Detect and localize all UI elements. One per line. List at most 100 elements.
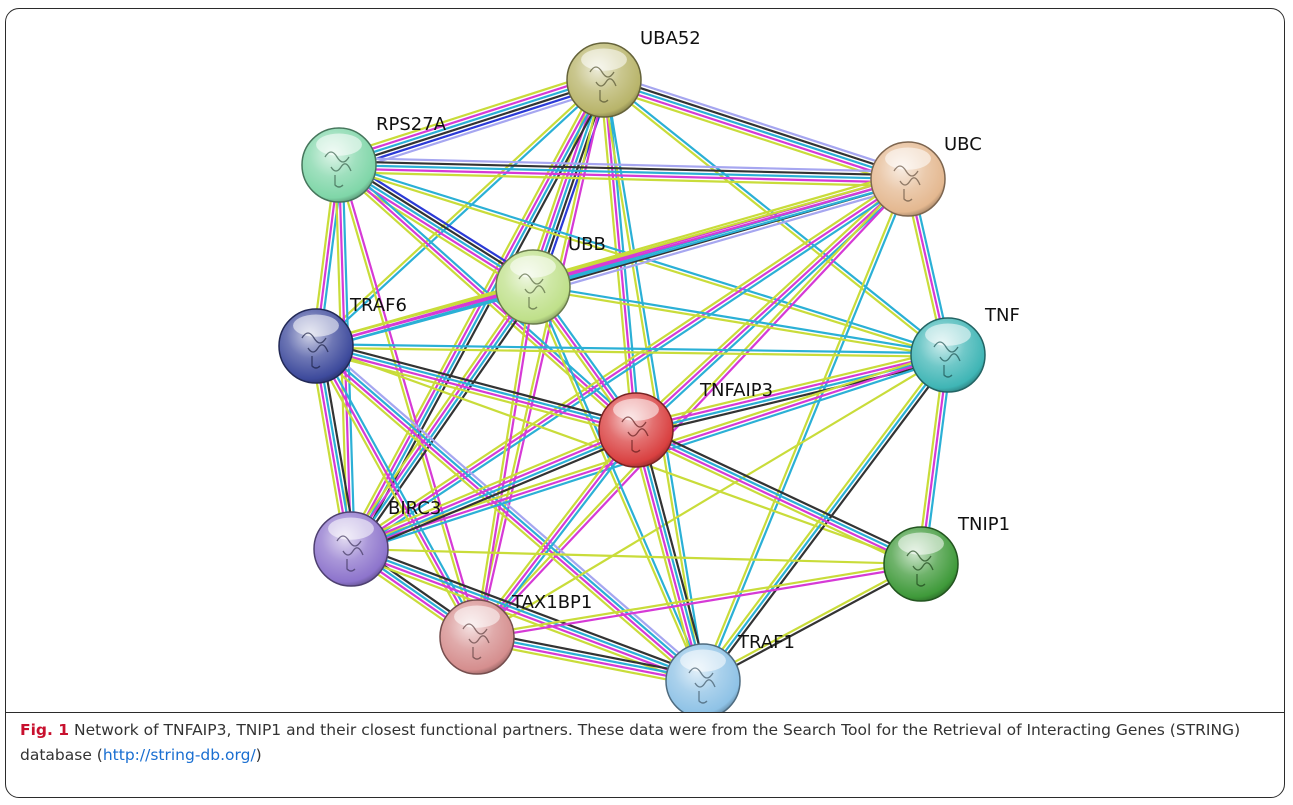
edge-uba52-rps27a-experiments bbox=[337, 73, 603, 161]
edge-uba52-ubc-databases bbox=[603, 78, 909, 181]
edge-ubb-birc3-coexpression bbox=[354, 289, 539, 553]
edge-birc3-traf1-coexpression bbox=[352, 542, 706, 677]
edge-ubc-tax1bp1-text-mining bbox=[474, 177, 908, 637]
node-label-ubb: UBB bbox=[568, 234, 606, 255]
node-highlight-traf1 bbox=[680, 649, 726, 672]
edge-ubb-tax1bp1-experiments bbox=[477, 287, 536, 638]
edge-tax1bp1-traf1-coexpression bbox=[477, 630, 705, 677]
figure-caption: Fig. 1 Network of TNFAIP3, TNIP1 and the… bbox=[20, 718, 1270, 768]
edge-uba52-birc3-databases bbox=[351, 80, 607, 551]
edge-tnfaip3-tnip1-coexpression bbox=[637, 424, 924, 561]
node-highlight-tax1bp1 bbox=[454, 605, 500, 628]
edge-ubb-birc3-databases bbox=[351, 287, 536, 551]
edge-tnfaip3-traf1-coexpression bbox=[640, 428, 710, 680]
edge-tnfaip3-traf1-databases bbox=[636, 429, 706, 681]
edge-rps27a-ubb-databases bbox=[338, 164, 534, 288]
edge-tnf-tax1bp1-text-mining bbox=[476, 354, 949, 638]
edge-layer bbox=[309, 70, 953, 688]
node-label-tnfaip3: TNFAIP3 bbox=[699, 380, 773, 401]
protein-structure-icon bbox=[518, 273, 546, 310]
node-traf6[interactable] bbox=[278, 308, 354, 384]
edge-traf6-traf1-databases bbox=[316, 343, 705, 681]
edge-tax1bp1-traf1-databases bbox=[477, 634, 704, 681]
edge-uba52-ubc-text-mining bbox=[601, 85, 907, 187]
edge-tnfaip3-birc3-text-mining bbox=[348, 424, 635, 546]
node-rps27a[interactable] bbox=[301, 127, 377, 203]
edge-rps27a-ubc-lavender bbox=[339, 156, 909, 173]
edge-uba52-rps27a-databases bbox=[338, 77, 604, 165]
node-highlight-ubc bbox=[885, 147, 931, 170]
caption-link[interactable]: http://string-db.org/ bbox=[102, 746, 256, 764]
edge-ubc-tax1bp1-experiments bbox=[477, 179, 911, 639]
node-highlight-ubb bbox=[510, 255, 556, 278]
edge-ubc-ubb-text-mining bbox=[530, 171, 907, 282]
protein-structure-icon bbox=[301, 332, 329, 369]
node-highlight-tnip1 bbox=[898, 532, 944, 555]
edge-birc3-tnip1-text-mining bbox=[350, 547, 922, 566]
node-tnf[interactable] bbox=[910, 317, 986, 393]
edge-rps27a-ubc-experiments bbox=[338, 167, 908, 184]
edge-uba52-traf6-databases bbox=[316, 80, 606, 349]
node-tnip1[interactable] bbox=[883, 526, 959, 602]
edge-uba52-traf1-text-mining bbox=[601, 80, 703, 682]
node-highlight-birc3 bbox=[328, 517, 374, 540]
edge-tnfaip3-birc3-coexpression bbox=[352, 433, 639, 555]
edge-tnfaip3-birc3-experiments bbox=[349, 427, 636, 549]
edge-birc3-traf1-databases bbox=[351, 546, 705, 681]
protein-structure-icon bbox=[336, 535, 364, 572]
node-ubc[interactable] bbox=[870, 141, 946, 217]
caption-text: Network of TNFAIP3, TNIP1 and their clos… bbox=[20, 721, 1241, 764]
protein-structure-icon bbox=[324, 151, 352, 188]
edge-uba52-tnf-text-mining bbox=[602, 80, 948, 358]
edge-uba52-rps27a-text-mining bbox=[335, 70, 602, 158]
node-label-tax1bp1: TAX1BP1 bbox=[511, 592, 592, 613]
edge-birc3-traf1-experiments bbox=[349, 549, 703, 684]
node-tnfaip3[interactable] bbox=[598, 392, 674, 468]
edge-traf6-traf1-text-mining bbox=[311, 349, 701, 686]
node-layer bbox=[278, 42, 986, 712]
node-birc3[interactable] bbox=[313, 511, 389, 587]
edge-tnip1-traf1-coexpression bbox=[703, 564, 923, 684]
edge-tnfaip3-traf1-experiments bbox=[633, 430, 703, 682]
edge-rps27a-tax1bp1-experiments bbox=[339, 164, 480, 637]
edge-traf6-tnfaip3-experiments bbox=[315, 346, 636, 433]
node-label-tnf: TNF bbox=[984, 305, 1020, 326]
node-highlight-tnf bbox=[925, 323, 971, 346]
node-highlight-traf6 bbox=[293, 314, 339, 337]
protein-structure-icon bbox=[893, 165, 921, 202]
edge-rps27a-ubc-coexpression bbox=[339, 160, 909, 177]
edge-tnfaip3-tnip1-experiments bbox=[634, 430, 921, 567]
node-highlight-uba52 bbox=[581, 48, 627, 71]
edge-uba52-ubc-coexpression bbox=[604, 75, 910, 177]
edge-ubc-traf1-databases bbox=[703, 179, 911, 683]
node-traf1[interactable] bbox=[665, 643, 741, 712]
edge-traf6-tnf-text-mining bbox=[315, 346, 948, 358]
node-ubb[interactable] bbox=[495, 249, 571, 325]
edge-ubb-birc3-text-mining bbox=[345, 283, 530, 547]
edge-uba52-birc3-experiments bbox=[348, 78, 604, 549]
node-label-tnip1: TNIP1 bbox=[957, 514, 1010, 535]
node-uba52[interactable] bbox=[566, 42, 642, 118]
edge-ubb-tnf-text-mining bbox=[532, 287, 948, 358]
node-label-traf1: TRAF1 bbox=[737, 632, 795, 653]
edge-ubc-ubb-lavender bbox=[534, 184, 911, 295]
edge-tnf-tnfaip3-coexpression bbox=[637, 359, 950, 437]
node-label-traf6: TRAF6 bbox=[349, 295, 407, 316]
edge-rps27a-ubb-coexpression bbox=[340, 161, 536, 285]
node-tax1bp1[interactable] bbox=[439, 599, 515, 675]
caption-divider bbox=[6, 712, 1284, 713]
protein-structure-icon bbox=[462, 623, 490, 660]
edge-uba52-rps27a-homology bbox=[340, 84, 606, 172]
edge-rps27a-ubc-text-mining bbox=[338, 171, 908, 188]
edge-rps27a-tax1bp1-text-mining bbox=[336, 165, 477, 638]
edge-tax1bp1-traf1-text-mining bbox=[475, 641, 703, 688]
edge-tnfaip3-tnip1-databases bbox=[636, 427, 923, 564]
edge-tnfaip3-birc3-databases bbox=[351, 430, 638, 552]
edge-ubb-tax1bp1-text-mining bbox=[474, 286, 533, 637]
edge-tnf-tnfaip3-experiments bbox=[635, 352, 948, 430]
edge-ubb-traf1-text-mining bbox=[530, 287, 703, 683]
edge-uba52-tax1bp1-text-mining bbox=[474, 79, 604, 637]
node-highlight-rps27a bbox=[316, 133, 362, 156]
